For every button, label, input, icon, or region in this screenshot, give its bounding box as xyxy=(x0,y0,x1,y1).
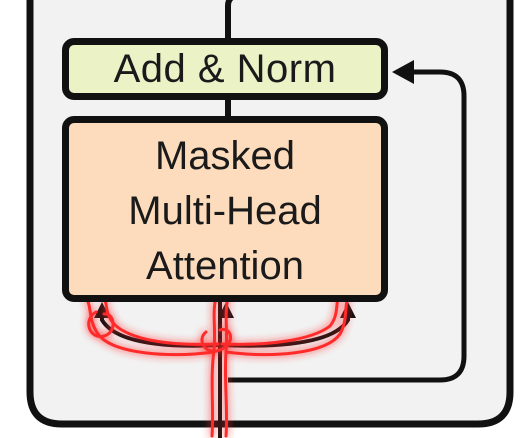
highlight-stroke-right-2 xyxy=(220,296,340,346)
attention-label: Masked Multi-Head Attention xyxy=(128,129,321,294)
attention-label-line-3: Attention xyxy=(146,243,304,288)
upper-connection-line xyxy=(225,0,234,38)
highlight-stroke-left xyxy=(84,296,216,357)
highlight-loop-left xyxy=(87,310,115,338)
residual-connection-line xyxy=(228,69,467,383)
highlight-stroke-right xyxy=(224,296,350,357)
red-highlight-annotation xyxy=(84,296,350,438)
attention-label-line-1: Masked xyxy=(154,133,296,178)
add-norm-block: Add & Norm xyxy=(62,38,388,100)
highlight-loop-center xyxy=(200,327,232,353)
add-norm-label: Add & Norm xyxy=(113,46,337,91)
highlight-stroke-left-2 xyxy=(102,296,220,346)
masked-multi-head-attention-block: Masked Multi-Head Attention xyxy=(62,116,388,302)
residual-arrowhead-icon xyxy=(392,60,414,84)
attention-label-line-2: Multi-Head xyxy=(128,188,322,233)
